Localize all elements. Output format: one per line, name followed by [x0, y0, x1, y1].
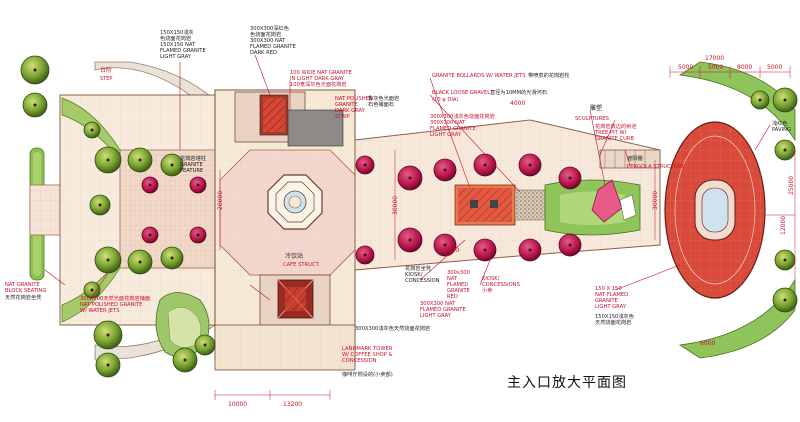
tree-trunk — [408, 238, 412, 242]
tree-trunk — [90, 288, 94, 292]
label-dark-gray-strip2-cn: 鲁灰色光面岩石色铺面石 — [368, 94, 399, 108]
dim-d15: 4000 — [510, 100, 525, 107]
dim-d13: 25000 — [788, 176, 795, 195]
label-pergola: 遮阳棚 — [627, 154, 643, 162]
label-sculpture: 雕塑 — [590, 104, 602, 112]
tree-trunk — [33, 103, 37, 107]
tree-trunk — [183, 358, 187, 362]
trees-dark — [20, 55, 798, 378]
tree-trunk — [443, 243, 447, 247]
tree-trunk — [148, 233, 152, 237]
dim-d5: 5000 — [767, 64, 782, 71]
sculpture — [591, 179, 623, 223]
tree-trunk — [90, 128, 94, 132]
trees-green — [83, 121, 184, 299]
tree-trunk — [363, 163, 367, 167]
tree-trunk — [443, 168, 447, 172]
tree-trunk — [33, 68, 37, 72]
dim-d4: 8000 — [737, 64, 752, 71]
label-gravel-size: (10 φ DIA) — [432, 97, 458, 103]
label-bench-left-cn: 天然花岗岩坐凳 — [5, 293, 41, 301]
tree-trunk — [568, 243, 572, 247]
dim-d11: 12000 — [780, 216, 787, 235]
label-step-en: STEP — [100, 76, 112, 82]
tree-trunk — [196, 183, 200, 187]
gravel-strip — [514, 189, 546, 221]
tree-trunk — [106, 158, 110, 162]
label-gravel-cn: 直径为10MM的光滑河石 — [490, 88, 547, 96]
dim-d7: 30000 — [392, 196, 399, 215]
label-bollard-cn: 带喷泉的花岗岩柱 — [528, 71, 570, 79]
dim-d3: 5000 — [708, 64, 723, 71]
trees-red — [141, 153, 582, 265]
tree-trunk — [783, 98, 787, 102]
tree-trunk — [783, 298, 787, 302]
tree-trunk — [138, 260, 142, 264]
tree-trunk — [98, 203, 102, 207]
label-pergola-en: PERGOLA STRUCTURE — [627, 164, 685, 170]
tree-trunk — [783, 258, 787, 262]
label-landmark-cn: 咖啡厅附设的(小卖部) — [342, 370, 393, 378]
label-right-gray-cn: 150X150浅灰色天然烧面花岗岩 — [595, 312, 634, 326]
tree-trunk — [408, 176, 412, 180]
tree-trunk — [106, 258, 110, 262]
label-gravel: BLACK LOOSE GRAVEL — [432, 90, 490, 96]
dim-d6: 20000 — [217, 191, 224, 210]
east-lawn-north — [678, 61, 796, 142]
dim-d14: 16000 — [440, 247, 459, 254]
tree-trunk — [148, 183, 152, 187]
tree-trunk — [196, 233, 200, 237]
drawing-title: 主入口放大平面图 — [507, 375, 627, 391]
dim-d10: 13200 — [283, 401, 302, 408]
dim-d12: 6000 — [700, 340, 715, 347]
dim-d9: 10000 — [228, 401, 247, 408]
tree-trunk — [568, 176, 572, 180]
tree-trunk — [758, 98, 762, 102]
label-sculpture-en: SCULPTURES — [575, 116, 609, 122]
label-cafe: 冷饮站 — [285, 252, 303, 260]
label-cafe-en: CAFE STRUCT. — [283, 262, 320, 268]
tree-trunk — [483, 163, 487, 167]
dim-d2: 17000 — [705, 55, 724, 62]
tree-trunk — [170, 163, 174, 167]
tree-trunk — [528, 248, 532, 252]
label-bollard: GRANITE BOLLARDS W/ WATER JETS — [432, 73, 526, 79]
tree-trunk — [106, 363, 110, 367]
tree-trunk — [203, 343, 207, 347]
tree-trunk — [106, 333, 110, 337]
dim-d8: 30000 — [652, 191, 659, 210]
tree-trunk — [528, 163, 532, 167]
tree-trunk — [783, 148, 787, 152]
label-light-gray-bottom: 300X300浅灰色天然烧面花岗岩 — [355, 324, 430, 332]
dim-d1: 5000 — [678, 64, 693, 71]
tree-trunk — [363, 253, 367, 257]
tree-trunk — [483, 248, 487, 252]
tree-trunk — [170, 256, 174, 260]
label-step: 台阶 — [100, 66, 112, 74]
tree-trunk — [138, 158, 142, 162]
